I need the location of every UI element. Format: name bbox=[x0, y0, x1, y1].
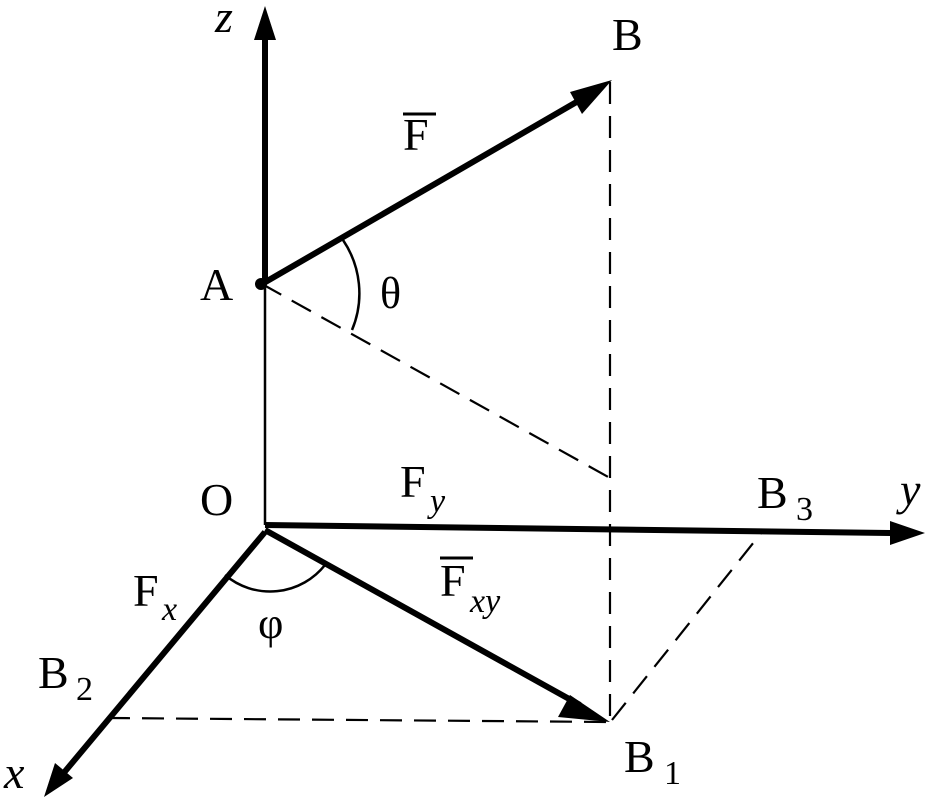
force-f-vector bbox=[260, 97, 582, 287]
theta-angle-arc bbox=[341, 239, 361, 331]
theta-angle-label: θ bbox=[380, 269, 401, 318]
point-o-label: O bbox=[200, 474, 233, 525]
point-b2-subscript: 2 bbox=[76, 671, 93, 708]
point-b3-label: B bbox=[757, 467, 788, 518]
x-axis-label: x bbox=[3, 747, 25, 798]
fx-component-subscript: x bbox=[161, 591, 177, 628]
point-b-label: B bbox=[612, 9, 643, 60]
point-b3-subscript: 3 bbox=[796, 491, 813, 528]
force-fxy-subscript: xy bbox=[469, 583, 501, 620]
z-axis-arrowhead bbox=[254, 6, 276, 40]
phi-angle-label: φ bbox=[258, 599, 283, 648]
x-axis bbox=[59, 530, 268, 777]
phi-angle-arc bbox=[224, 564, 326, 593]
point-a-label: A bbox=[200, 259, 233, 310]
y-axis-label: y bbox=[896, 464, 921, 515]
x-axis-arrowhead bbox=[44, 763, 73, 797]
y-axis-arrowhead bbox=[890, 521, 925, 545]
fy-component-subscript: y bbox=[427, 483, 446, 520]
force-fxy-label: F bbox=[440, 555, 466, 606]
dashed-b1-to-b3 bbox=[611, 531, 763, 721]
force-f-label: F bbox=[403, 109, 429, 160]
fx-component-label: F bbox=[133, 565, 159, 616]
dashed-a-to-b-projection bbox=[261, 283, 611, 479]
force-f-arrowhead bbox=[570, 80, 612, 114]
point-b1-subscript: 1 bbox=[664, 755, 681, 792]
fy-component-label: F bbox=[400, 456, 426, 507]
dashed-b2-to-b1 bbox=[107, 716, 611, 724]
point-b1-label: B bbox=[624, 731, 655, 782]
force-fxy-vector bbox=[263, 527, 582, 708]
point-b2-label: B bbox=[38, 647, 69, 698]
z-axis-label: z bbox=[214, 0, 233, 42]
point-a-dot bbox=[255, 278, 267, 290]
y-axis bbox=[264, 522, 893, 536]
force-fxy-arrowhead bbox=[558, 695, 610, 722]
